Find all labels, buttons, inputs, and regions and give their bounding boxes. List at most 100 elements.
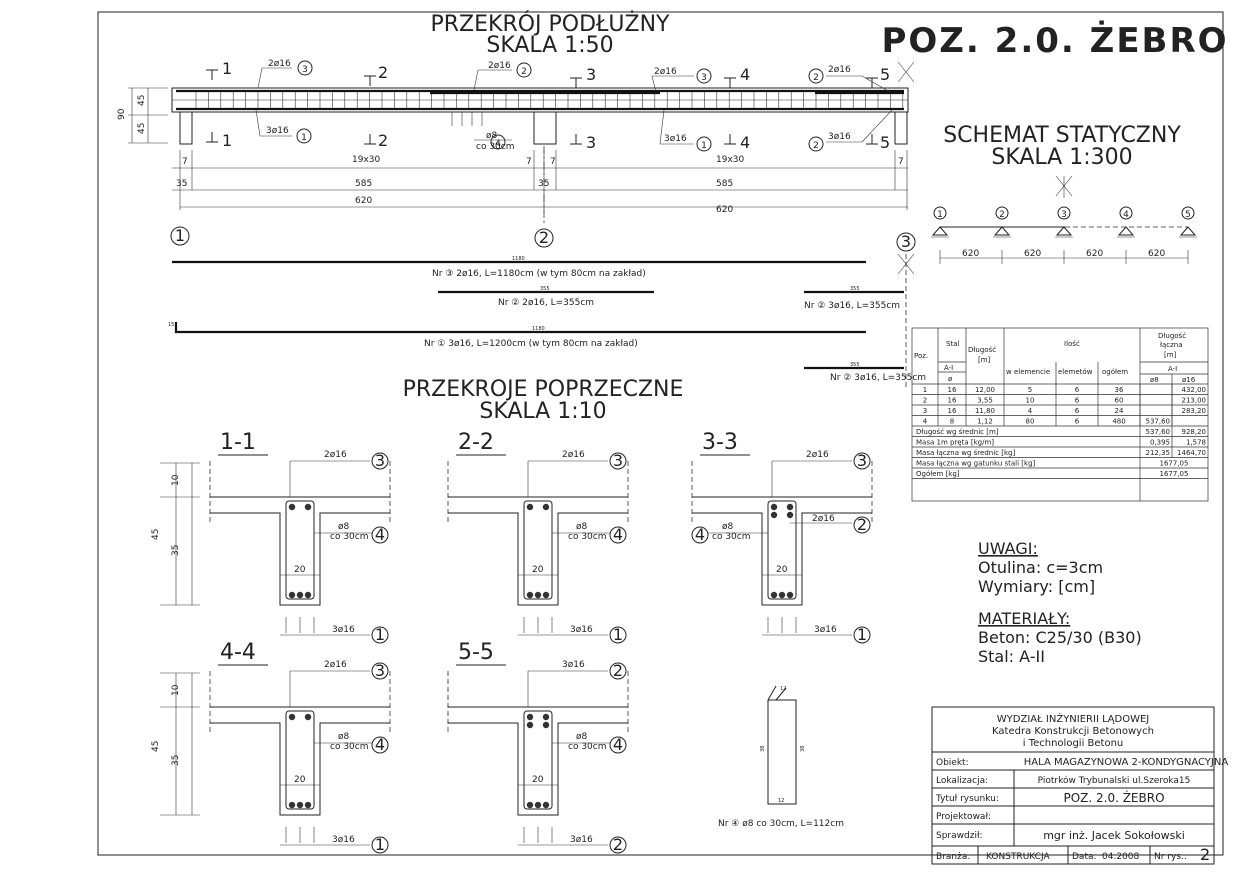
rebar	[542, 591, 550, 599]
table-cell: 1,578	[1186, 439, 1206, 447]
callout-circle	[609, 626, 627, 644]
span-label: 620	[1148, 249, 1165, 259]
stirrup-dim: 38	[760, 746, 766, 752]
table-cell: 1,12	[977, 418, 993, 426]
table-cell: 928,20	[1182, 428, 1207, 436]
dim-value: 19x30	[716, 155, 745, 165]
bar-description: Nr ③ 2ø16, L=1180cm (w tym 80cm na zakła…	[432, 269, 646, 279]
tb-date: 04.2008	[1102, 852, 1139, 862]
support-symbol	[1055, 226, 1073, 236]
bar-label: 3ø16	[828, 132, 851, 142]
callout-number: 4	[613, 525, 623, 544]
rebar	[526, 503, 534, 511]
dim-value: 7	[898, 157, 904, 167]
table-header: A-I	[1168, 365, 1177, 373]
callout-circle	[853, 516, 871, 534]
table-border	[911, 327, 1209, 502]
section-name: 3-3	[702, 430, 738, 455]
table-header: Długość	[968, 346, 996, 354]
bar-length: 1180	[512, 256, 525, 262]
support-number: 5	[1185, 210, 1191, 220]
bottom-bar-label: 3ø16	[814, 625, 837, 635]
callout-circle	[609, 836, 627, 854]
table-cell: 4	[923, 418, 928, 426]
callout-number: 3	[613, 451, 623, 470]
tb-drawing-number: 2	[1200, 845, 1210, 864]
span-label: 620	[1024, 249, 1041, 259]
bar-callouts: 2ø16 3 2ø16 2 2ø16 3 2ø16 2 3ø16 1 3ø16 …	[255, 59, 893, 152]
dim-value: 7	[550, 157, 556, 167]
stirrup-dim: 12	[778, 798, 784, 804]
tb-label: Projektował:	[936, 812, 991, 822]
bar-length: 355	[850, 362, 860, 368]
table-cell: 24	[1115, 407, 1124, 415]
rebar	[542, 721, 550, 729]
stirrup-dim: 38	[800, 746, 806, 752]
tb-label: Data:	[1072, 852, 1097, 862]
stirrup-label: ø8	[576, 522, 588, 532]
cross-title: PRZEKROJE POPRZECZNE	[403, 377, 684, 402]
notes-title: UWAGI:	[978, 539, 1038, 558]
span-label: 620	[962, 249, 979, 259]
table-summary-label: Masa 1m pręta [kg/m]	[916, 439, 994, 447]
bar-description: Nr ② 3ø16, L=355cm	[804, 301, 900, 311]
table-summary-label: Długość wg średnic [m]	[916, 428, 999, 436]
table-cell: 6	[1075, 418, 1080, 426]
table-cell: 1	[923, 386, 927, 394]
faculty-line: Katedra Konstrukcji Betonowych	[992, 726, 1154, 737]
stirrup-label: co 30cm	[330, 742, 368, 752]
height-dim: 45	[151, 741, 161, 752]
table-cell: 11,80	[975, 407, 995, 415]
bar-label: 3ø16	[266, 126, 289, 136]
tb-label: Lokalizacja:	[936, 776, 988, 786]
rebar	[288, 591, 296, 599]
width-dim: 20	[532, 775, 544, 785]
dim-value: 585	[716, 179, 733, 189]
table-cell: 6	[1075, 386, 1080, 394]
height-dim: 45	[137, 95, 147, 106]
bar-label: 3ø16	[664, 134, 687, 144]
callout-circle	[691, 526, 709, 544]
table-header: w elemencie	[1006, 368, 1050, 376]
table-header: Ilość	[1064, 340, 1080, 348]
callout-number: 3	[701, 73, 707, 83]
callout-circle	[371, 836, 389, 854]
table-cell: 212,35	[1146, 449, 1171, 457]
rebar	[304, 503, 312, 511]
longitudinal-scale: SKALA 1:50	[486, 33, 613, 58]
support-number-circle	[933, 206, 947, 220]
section-name: 1-1	[220, 430, 256, 455]
callout-number: 2	[613, 661, 623, 680]
table-cell: 6	[1075, 407, 1080, 415]
table-header: ogółem	[1102, 368, 1128, 376]
section-mark-1-bottom: 1	[222, 131, 232, 150]
rebar	[526, 721, 534, 729]
dim-value: 620	[355, 196, 372, 206]
longitudinal-section: PRZEKRÓJ PODŁUŻNY SKALA 1:50 1 1 2 2 3 3…	[117, 11, 916, 390]
table-cell: 213,00	[1182, 397, 1207, 405]
callout-number: 3	[375, 451, 385, 470]
notes: UWAGI: Otulina: c=3cm Wymiary: [cm] MATE…	[978, 539, 1142, 666]
stirrup-label: ø8	[338, 732, 350, 742]
width-dim: 20	[776, 565, 788, 575]
tb-label: Obiekt:	[936, 758, 969, 768]
table-cell: 16	[948, 407, 957, 415]
section-mark-5-bottom: 5	[880, 133, 890, 152]
stirrup	[523, 710, 553, 810]
rebar	[296, 801, 304, 809]
table-cell: 36	[1115, 386, 1124, 394]
rebar	[526, 591, 534, 599]
section-mark-3-bottom: 3	[586, 133, 596, 152]
rebar	[526, 801, 534, 809]
callout-number: 3	[302, 65, 308, 75]
callout-number: 4	[695, 525, 705, 544]
rebar	[786, 503, 794, 511]
table-cell: 80	[1026, 418, 1035, 426]
static-scale: SKALA 1:300	[991, 145, 1132, 170]
table-header: łączna	[1160, 341, 1183, 349]
